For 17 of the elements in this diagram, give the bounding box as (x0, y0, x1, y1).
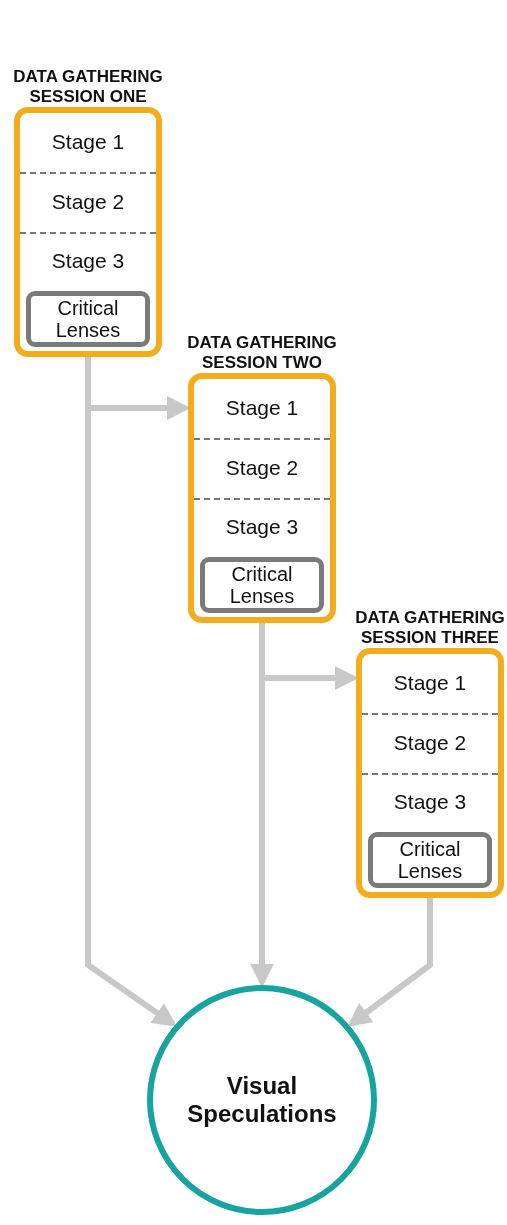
result-circle: Visual Speculations (147, 985, 377, 1215)
lens-box: Critical Lenses (200, 557, 324, 613)
stage-row: Stage 3 (362, 774, 498, 830)
lens-box: Critical Lenses (26, 291, 150, 347)
stage-row: Stage 2 (20, 173, 156, 231)
stage-row: Stage 1 (362, 654, 498, 712)
stage-row: Stage 3 (194, 499, 330, 555)
stage-row: Stage 2 (194, 439, 330, 497)
lens-box: Critical Lenses (368, 832, 492, 888)
session-heading: DATA GATHERING SESSION TWO (186, 333, 338, 373)
session-heading: DATA GATHERING SESSION ONE (12, 67, 164, 107)
session-heading: DATA GATHERING SESSION THREE (354, 608, 506, 648)
arrow (347, 898, 433, 1027)
stage-row: Stage 2 (362, 714, 498, 772)
stage-row: Stage 3 (20, 233, 156, 289)
stage-row: Stage 1 (194, 379, 330, 437)
stage-row: Stage 1 (20, 113, 156, 171)
